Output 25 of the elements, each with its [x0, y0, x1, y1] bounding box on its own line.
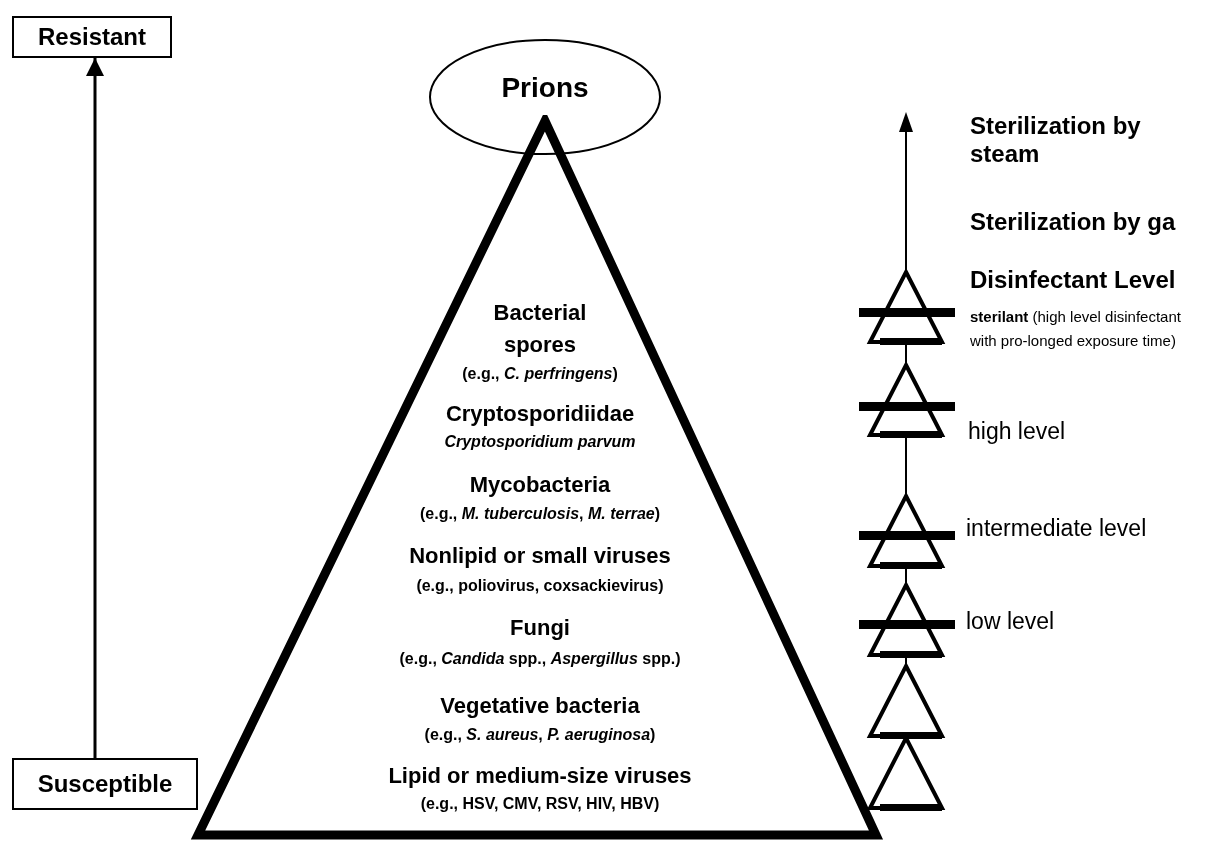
example-text: (e.g., Candida spp., Aspergillus spp.): [398, 650, 682, 668]
organism-group-heading: Lipid or medium-size viruses: [387, 763, 693, 789]
scale-heading: Sterilization by ga: [970, 208, 1177, 236]
organism-group-heading: Cryptosporidiidae: [444, 401, 636, 427]
organism-group-heading: Fungi: [509, 615, 571, 641]
level-label: intermediate level: [966, 515, 1148, 542]
scale-heading: Disinfectant Level: [970, 266, 1177, 294]
example-text: (e.g., C. perfringens): [461, 365, 619, 383]
node-label: Prions: [500, 72, 590, 104]
example-text: (e.g., S. aureus, P. aeruginosa): [423, 726, 657, 744]
resistant-label-box: Resistant: [12, 16, 172, 58]
organism-group-heading: Nonlipid or small viruses: [408, 543, 672, 569]
level-label: high level: [968, 418, 1067, 445]
organism-group-heading: Vegetative bacteria: [439, 693, 641, 719]
organism-group-heading: Bacterial spores: [492, 299, 588, 359]
scale-heading: Sterilization by steam: [970, 112, 1142, 168]
level-label: sterilant (high level disinfectant with pro-longed exposure time): [970, 307, 1182, 351]
organism-group-heading: Mycobacteria: [468, 472, 612, 498]
example-text: (e.g., poliovirus, coxsackievirus): [415, 577, 665, 595]
example-text: (e.g., M. tuberculosis, M. terrae): [418, 505, 662, 523]
example-text: Cryptosporidium parvum: [443, 433, 637, 451]
example-text: (e.g., HSV, CMV, RSV, HIV, HBV): [419, 795, 661, 813]
arrow: [86, 58, 104, 758]
level-label: low level: [966, 608, 1056, 635]
susceptible-label-box: Susceptible: [12, 758, 198, 810]
